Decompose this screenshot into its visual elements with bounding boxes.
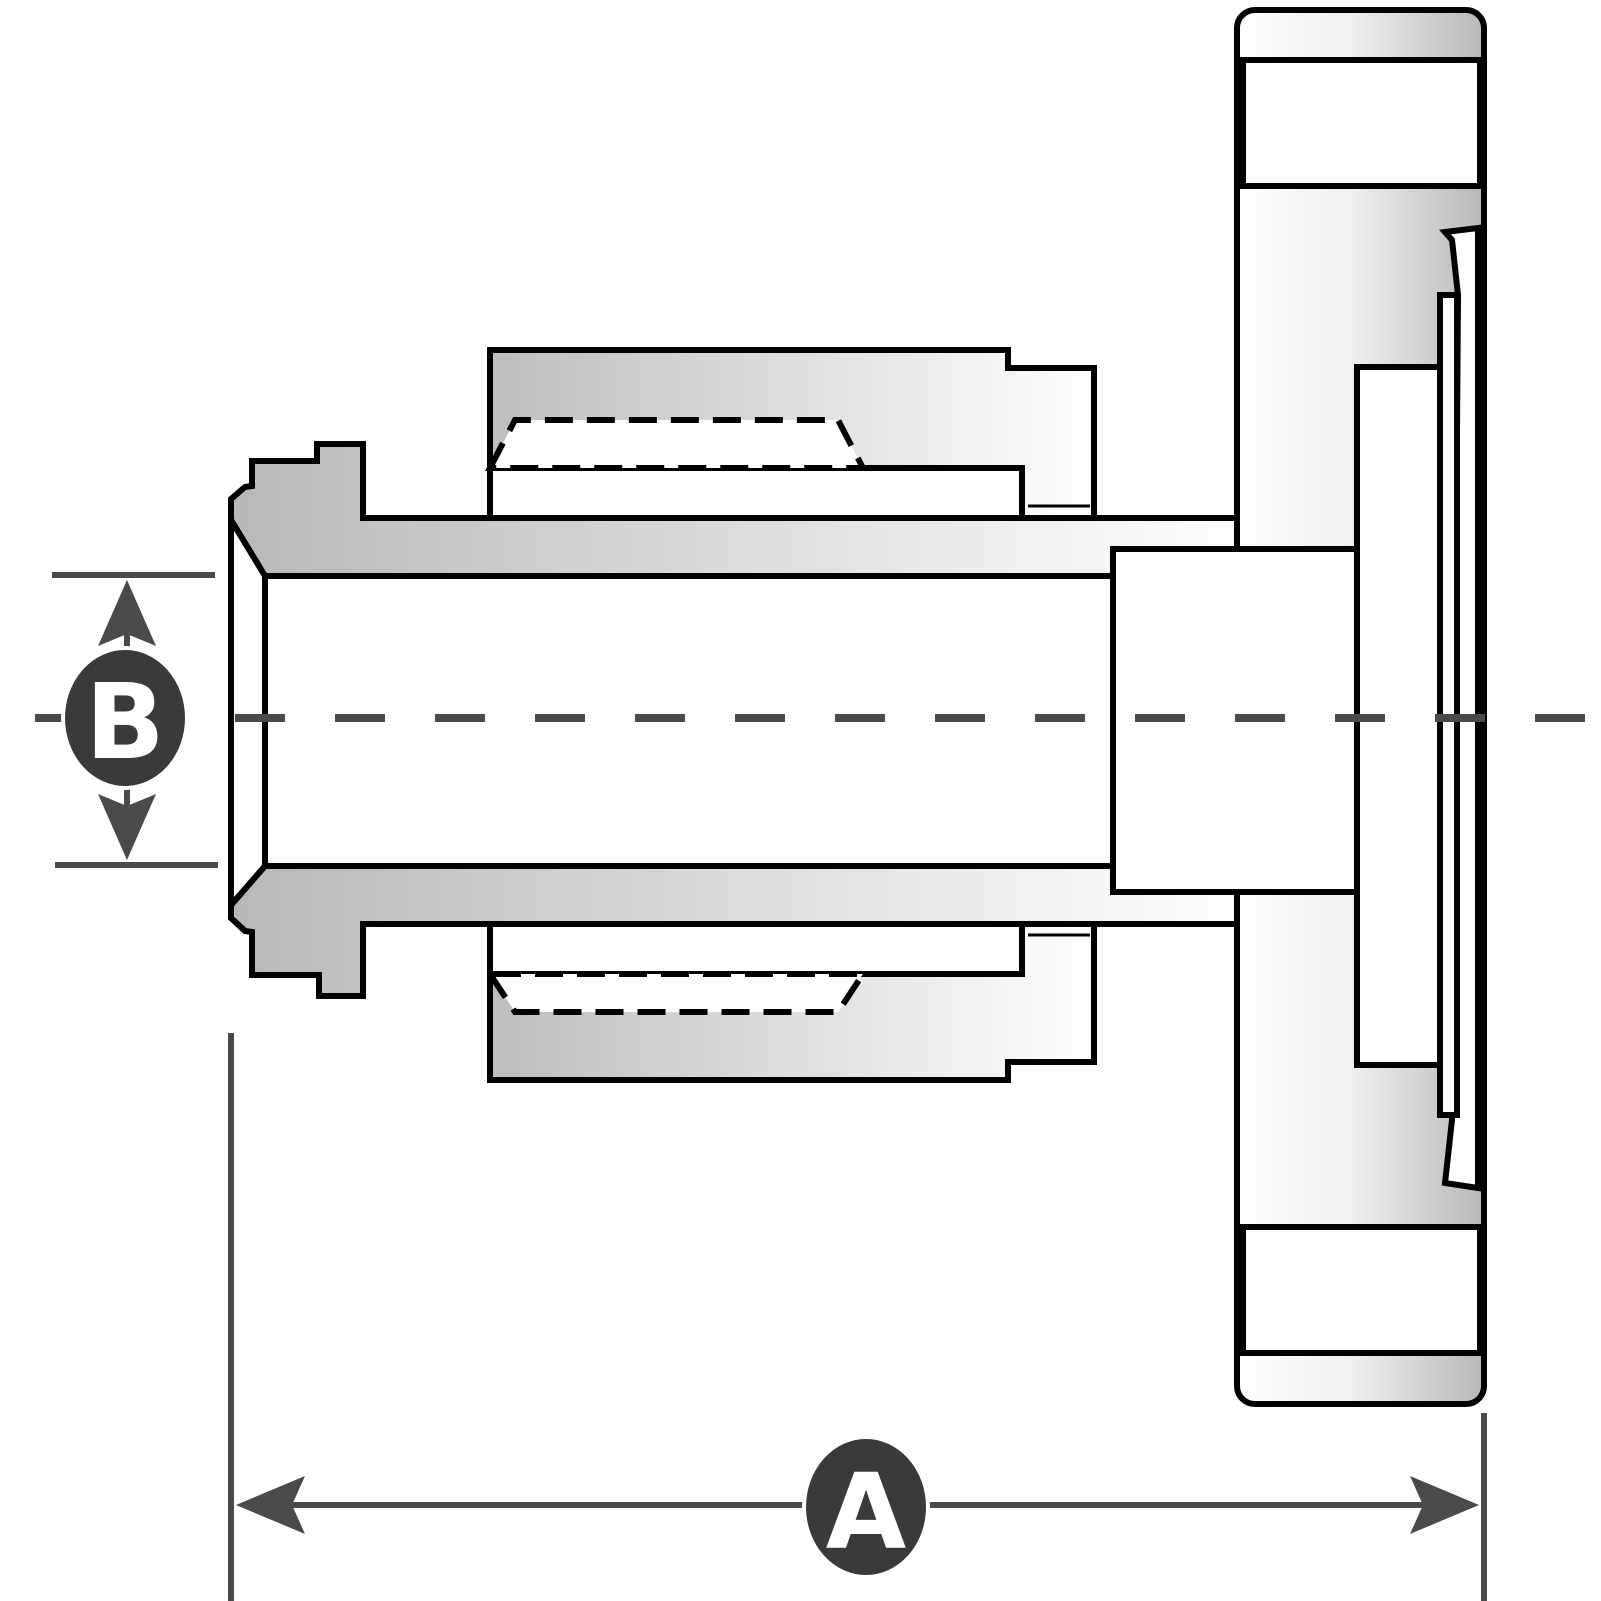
dimension-b: B <box>52 572 218 868</box>
dim-b-label: B <box>85 661 164 783</box>
flange-bottom-band <box>1240 1224 1483 1356</box>
ferrule-upper-hidden <box>485 417 868 471</box>
dimension-a: A <box>228 1033 1487 1601</box>
gasket-upper-lip <box>1439 224 1481 1192</box>
tube-mouth-chamfer <box>228 509 268 914</box>
dim-a-badge <box>802 1435 930 1579</box>
dim-b-top-arrow-icon <box>98 580 156 646</box>
tube <box>228 441 1240 999</box>
tube-bore <box>262 573 1116 869</box>
dim-a-left-arrow-icon <box>236 1476 305 1534</box>
union-nut <box>484 347 1097 1083</box>
ferrule-lower-hidden <box>484 971 869 1015</box>
dim-b-bottom-arrow-icon <box>98 794 156 860</box>
dim-b-badge <box>61 646 189 790</box>
flange-top-band <box>1240 57 1483 189</box>
dim-a-label: A <box>826 1451 907 1573</box>
ferrule-upper-sleeve <box>487 465 1025 521</box>
flange <box>1110 7 1487 1407</box>
ferrule-lower-sleeve <box>487 921 1025 977</box>
dim-a-right-arrow-icon <box>1410 1476 1479 1534</box>
